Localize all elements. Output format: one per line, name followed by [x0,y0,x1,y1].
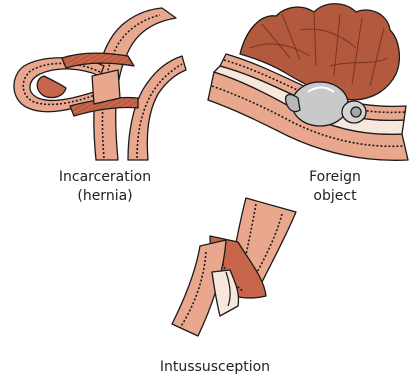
intussusception-illustration [172,198,296,336]
strangulated-tip [37,76,66,98]
caption-incarceration-line-2: (hernia) [40,187,170,206]
caption-intussusception: Intussusception [150,358,280,377]
incarcerated-hernia-illustration [14,8,186,160]
foreign-object-in-bowel-illustration [208,4,408,161]
caption-incarceration-line-1: Incarceration [40,168,170,187]
caption-foreign-object-line-1: Foreign [290,168,380,187]
caption-foreign-object-line-2: object [290,187,380,206]
caption-intussusception-line-1: Intussusception [150,358,280,377]
caption-foreign-object: Foreign object [290,168,380,206]
caption-incarceration: Incarceration (hernia) [40,168,170,206]
